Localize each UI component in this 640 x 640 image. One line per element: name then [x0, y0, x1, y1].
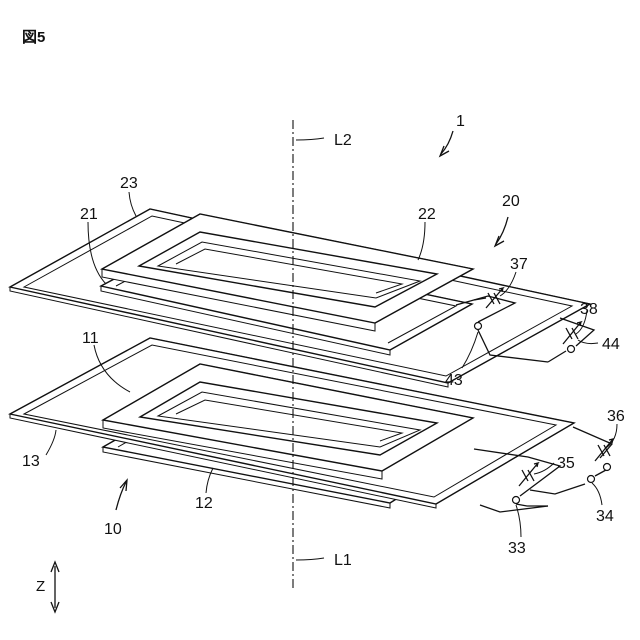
- label-1: 1: [456, 113, 465, 130]
- label-12: 12: [195, 495, 213, 512]
- axis-label-l1: L1: [334, 552, 352, 569]
- upper-terminal-43: [475, 323, 482, 330]
- lower-capacitor-36: [595, 439, 613, 461]
- label-37: 37: [510, 256, 528, 273]
- label-13: 13: [22, 453, 40, 470]
- label-20: 20: [502, 193, 520, 210]
- label-10: 10: [104, 521, 122, 538]
- ref-arrow-10: [116, 480, 127, 510]
- z-direction-arrow: [51, 562, 59, 612]
- z-axis-label: Z: [36, 578, 45, 595]
- figure-title: 図5: [22, 29, 45, 46]
- label-34: 34: [596, 508, 614, 525]
- label-44: 44: [602, 336, 620, 353]
- label-35: 35: [557, 455, 575, 472]
- upper-terminal-44: [568, 346, 575, 353]
- label-11: 11: [82, 330, 99, 347]
- axis-label-l2: L2: [334, 132, 352, 149]
- label-22: 22: [418, 206, 436, 223]
- lower-capacitor-35: [519, 463, 538, 486]
- lower-terminal-36-end: [604, 464, 611, 471]
- label-43: 43: [445, 372, 463, 389]
- ref-arrow-20: [495, 217, 508, 246]
- lower-terminal-34: [588, 476, 595, 483]
- label-38: 38: [580, 301, 598, 318]
- label-23: 23: [120, 175, 138, 192]
- label-33: 33: [508, 540, 526, 557]
- ref-arrow-1: [440, 131, 453, 156]
- label-36: 36: [607, 408, 625, 425]
- label-21: 21: [80, 206, 98, 223]
- lower-terminal-33: [513, 497, 520, 504]
